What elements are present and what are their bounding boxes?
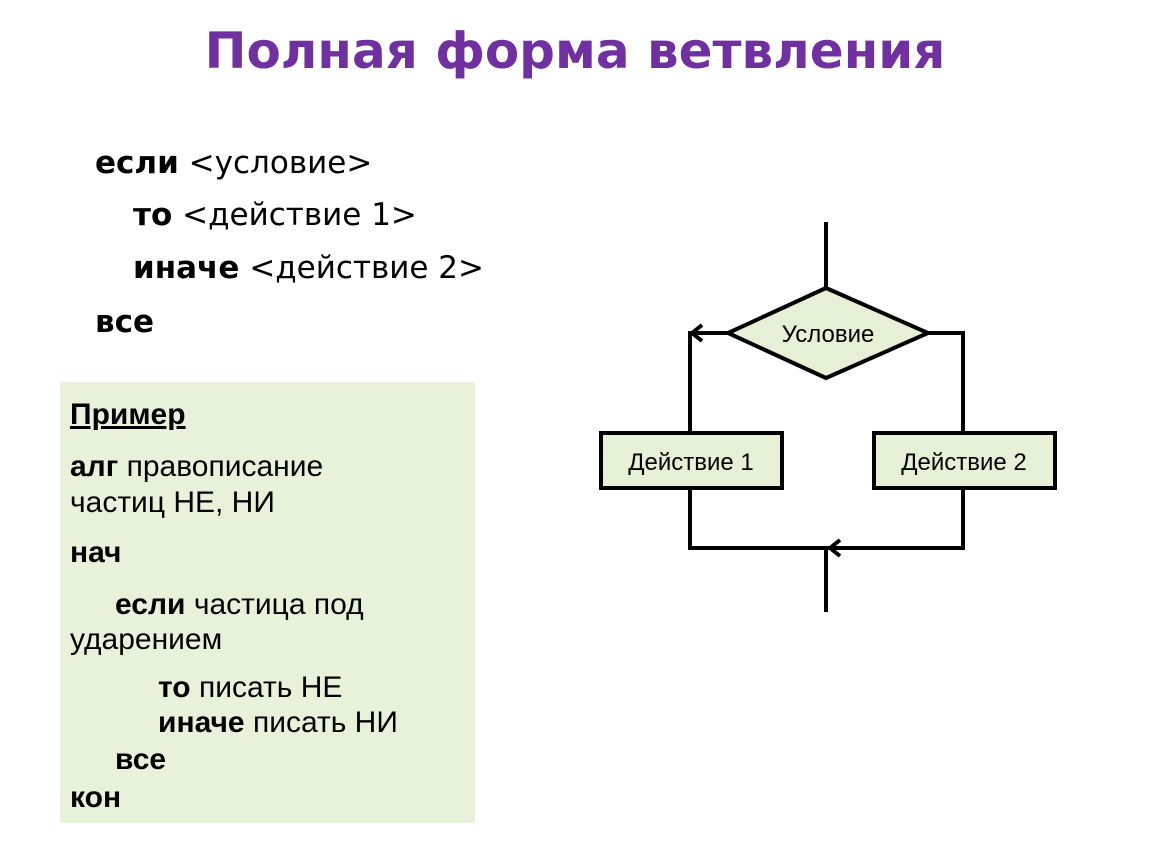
action2-label: Действие 2 — [901, 449, 1027, 476]
condition-diamond — [723, 285, 933, 381]
flow-line-no — [928, 331, 965, 432]
action1-label: Действие 1 — [628, 449, 754, 476]
example-line: иначе писать НИ — [158, 706, 398, 739]
example-line: то писать НЕ — [158, 671, 343, 704]
syntax-line-then: то <действие 1> — [133, 197, 417, 233]
syntax-line-else: иначе <действие 2> — [133, 250, 484, 286]
condition-label: Условие — [782, 321, 875, 348]
arrow-left-icon — [688, 323, 704, 343]
example-line: ударением — [70, 623, 223, 656]
example-line: алг правописание — [70, 450, 324, 483]
example-line: нач — [70, 536, 122, 569]
action2-box — [872, 431, 1057, 490]
flow-line-yes — [688, 331, 728, 432]
syntax-line-end: все — [95, 304, 155, 340]
example-line: все — [115, 743, 167, 776]
slide-title: Полная форма ветвления — [204, 22, 946, 80]
action1-box — [599, 431, 784, 490]
syntax-line-if: если <условие> — [95, 145, 373, 181]
example-line: если частица под — [115, 588, 364, 621]
example-line: частиц НЕ, НИ — [70, 486, 275, 519]
arrow-left-icon — [826, 538, 842, 558]
example-line: кон — [70, 781, 122, 814]
flow-line-merge — [688, 488, 965, 550]
example-heading: Пример — [70, 398, 186, 431]
example-box: Пример алг правописание частиц НЕ, НИ на… — [60, 382, 475, 823]
